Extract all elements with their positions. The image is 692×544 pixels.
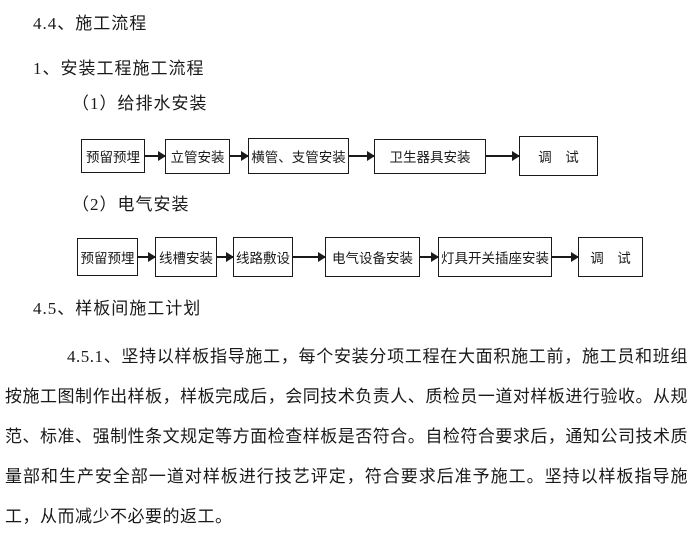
flow-step-box: 调 试 [519, 136, 598, 176]
flow-step-box: 横管、支管安装 [248, 138, 349, 174]
flowchart-electrical: 预留预埋 线槽安装 线路敷设 电气设备安装 灯具开关插座安装 调 试 [77, 237, 643, 277]
flow-step-box: 预留预埋 [81, 139, 145, 173]
sub-heading-plumbing-install: （1）给排水安装 [72, 94, 208, 113]
arrow-right-icon [486, 151, 520, 161]
flow-step-box: 调 试 [578, 237, 643, 277]
flow-step-box: 卫生器具安装 [374, 138, 486, 174]
flow-step-box: 预留预埋 [77, 238, 138, 276]
flow-step-box: 线路敷设 [233, 237, 293, 277]
list-heading-install-process: 1、安装工程施工流程 [33, 59, 205, 78]
arrow-right-icon [145, 151, 166, 161]
sub-heading-electrical-install: （2）电气安装 [72, 195, 190, 214]
flowchart-plumbing: 预留预埋 立管安装 横管、支管安装 卫生器具安装 调 试 [81, 134, 598, 178]
section-heading-4-4: 4.4、施工流程 [33, 14, 148, 33]
flow-step-box: 线槽安装 [155, 237, 217, 277]
flow-step-box: 立管安装 [165, 138, 230, 174]
arrow-right-icon [293, 252, 326, 262]
arrow-right-icon [552, 252, 579, 262]
arrow-right-icon [420, 252, 439, 262]
paragraph-4-5-1: 4.5.1、坚持以样板指导施工，每个安装分项工程在大面积施工前，施工员和班组按施… [5, 347, 688, 526]
arrow-right-icon [217, 252, 234, 262]
section-heading-4-5: 4.5、样板间施工计划 [33, 299, 202, 318]
flow-step-box: 电气设备安装 [325, 237, 420, 277]
arrow-right-icon [349, 151, 375, 161]
arrow-right-icon [138, 252, 156, 262]
flow-step-box: 灯具开关插座安装 [438, 237, 552, 277]
arrow-right-icon [230, 151, 249, 161]
